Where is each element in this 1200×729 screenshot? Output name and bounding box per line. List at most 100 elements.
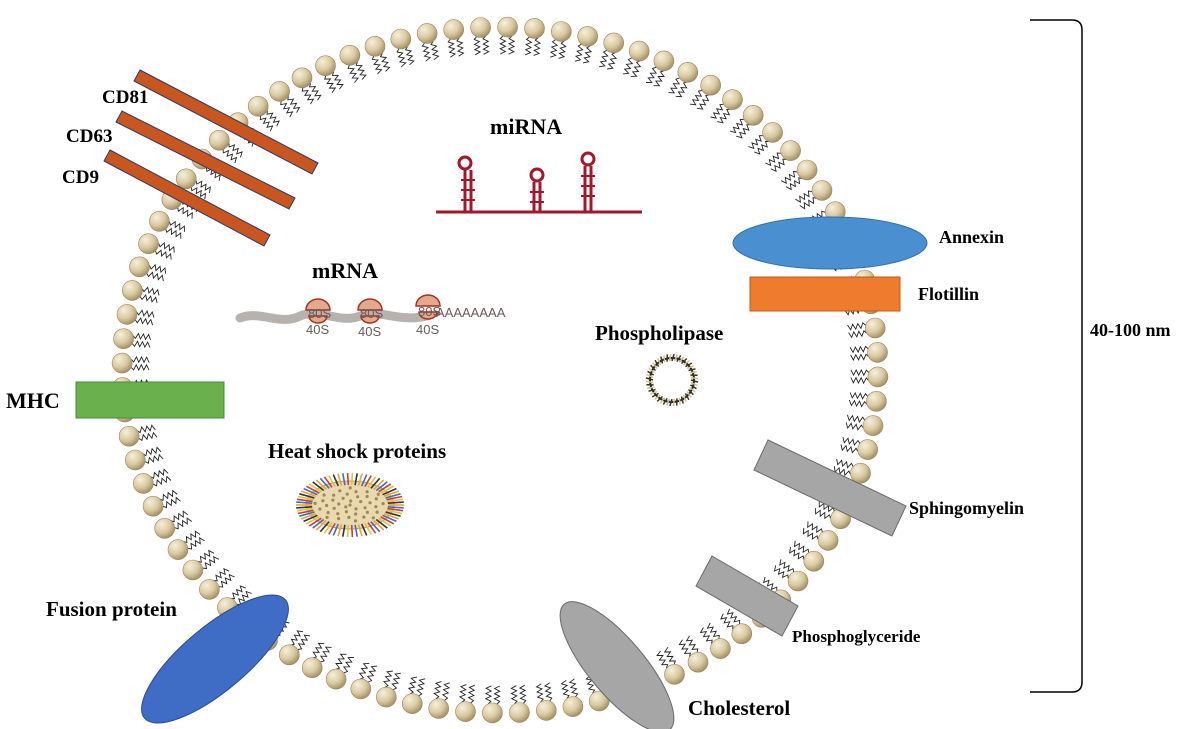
phospholipase-spike [678, 397, 681, 405]
lipid-tail [729, 118, 744, 134]
lipid-head [339, 44, 361, 66]
lipid-head [375, 686, 397, 708]
hsp-spike [375, 518, 388, 529]
lipid-head [199, 579, 220, 600]
lipid-tail [187, 537, 205, 550]
hsp-dot [359, 500, 363, 504]
lipid-head [742, 105, 764, 126]
hsp-dot [336, 512, 340, 516]
lipid-tail [607, 52, 618, 70]
lipid-tail [785, 177, 803, 191]
hsp-spike [370, 521, 381, 533]
hsp-spike [380, 485, 395, 494]
hsp-spike [373, 520, 385, 531]
lipid-tail [139, 294, 158, 304]
lipid-head [762, 122, 783, 143]
lipid-tail [136, 424, 156, 434]
lipid-head [524, 18, 545, 39]
hsp-dot [341, 496, 345, 500]
lipid-tail [675, 81, 688, 98]
lipid-tail [170, 510, 189, 523]
hsp-spike [364, 523, 372, 535]
size-bracket [1030, 19, 1083, 693]
phospholipase-spike [684, 393, 690, 401]
lipid-tail [177, 206, 193, 219]
phospholipase-spike [690, 384, 697, 390]
lipid-head [138, 233, 159, 254]
sphingomyelin-label: Sphingomyelin [909, 498, 1024, 518]
lipid-tail [568, 678, 579, 698]
phospholipase-spike [676, 355, 682, 362]
lipid-tail [518, 684, 527, 704]
phospholipase-spike [652, 362, 658, 369]
hsp-dot [325, 515, 329, 520]
lipid-tail [141, 286, 160, 296]
fusion-protein-shape [141, 594, 289, 724]
lipid-tail [266, 110, 280, 127]
lipid-tail [134, 316, 154, 326]
hsp-spike [364, 475, 372, 487]
lipid-tail [717, 108, 731, 124]
lipid-head [811, 180, 833, 201]
lipid-tail [815, 508, 832, 520]
lipid-tail [645, 66, 658, 83]
phospholipase-spike [680, 358, 688, 365]
lipid-tail [507, 35, 516, 55]
lipid-tail [720, 613, 734, 630]
lipid-tail [510, 685, 518, 705]
lipid-tail [297, 634, 311, 650]
lipid-tail [582, 45, 593, 64]
lipid-tail [153, 475, 172, 487]
lipid-tail [159, 489, 178, 502]
cd81-label: CD81 [102, 87, 148, 108]
lipid-head [416, 23, 438, 44]
lipid-tail [533, 37, 542, 56]
phospholipase-label: Phospholipase [595, 321, 723, 345]
hsp-dot [354, 512, 358, 516]
hsp-dot [374, 505, 378, 509]
lipid-tail [770, 158, 787, 172]
hsp-dot [354, 507, 358, 511]
hsp-spike [378, 517, 392, 527]
lipid-tail [846, 414, 866, 424]
lipid-tail [433, 681, 442, 700]
mirna-stem-ticks [461, 175, 595, 203]
fusion-protein-label: Fusion protein [46, 597, 177, 621]
lipid-tail [230, 585, 246, 600]
hsp-dot [349, 499, 353, 503]
lipid-tail [312, 642, 325, 659]
lipid-head [470, 17, 491, 38]
hsp-spike [354, 524, 358, 537]
hsp-spike [305, 516, 320, 525]
lipid-tail [780, 170, 798, 185]
lipid-tail [736, 124, 751, 139]
lipid-head [588, 690, 610, 712]
lipid-head [862, 415, 884, 436]
lipid-tail [789, 547, 805, 560]
lipid-head [850, 462, 871, 484]
lipid-tail [456, 37, 465, 57]
lipid-head [167, 539, 189, 560]
ribosome-1-small: 40S [306, 322, 329, 337]
phospholipase-circle [649, 357, 695, 403]
hsp-spike [342, 524, 346, 537]
lipid-tail [441, 682, 451, 701]
sphingomyelin-shape [753, 439, 907, 537]
lipid-head [113, 328, 134, 350]
lipid-head [866, 390, 887, 412]
lipid-head [664, 663, 685, 685]
lipid-head [864, 317, 886, 339]
hsp-spike [342, 473, 346, 486]
hsp-dot [362, 515, 366, 519]
lipid-tail [699, 627, 713, 644]
lipid-tail [599, 49, 609, 68]
phospholipase-spike [650, 364, 657, 372]
phospholipase-spike [648, 388, 656, 392]
lipid-tail [407, 676, 418, 695]
mrna-label: mRNA [312, 258, 378, 283]
hsp-spike [299, 511, 315, 517]
ribosome-3: 80S 40S [415, 294, 441, 337]
ribosome-3-large: 80S [418, 304, 441, 319]
hsp-spike [299, 493, 315, 499]
ribosome-1-large: 80S [308, 306, 331, 321]
